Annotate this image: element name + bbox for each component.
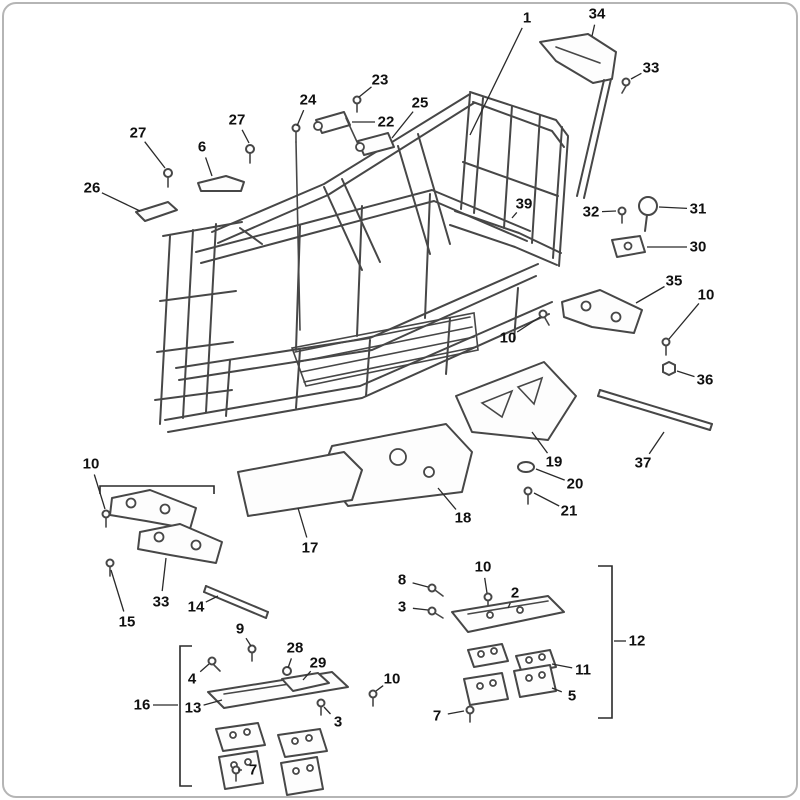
callout-21: 21 bbox=[560, 502, 578, 520]
side-plate-19 bbox=[455, 361, 577, 441]
footrest-group-left bbox=[179, 644, 378, 796]
footrest-group-right bbox=[427, 565, 613, 723]
callout-1: 1 bbox=[522, 9, 532, 27]
front-bracket-26 bbox=[135, 201, 178, 222]
rod-37 bbox=[597, 389, 713, 431]
mount-bracket-group-left bbox=[99, 485, 223, 577]
callout-22: 22 bbox=[377, 113, 395, 131]
callout-14: 14 bbox=[187, 598, 205, 616]
callout-31: 31 bbox=[689, 200, 707, 218]
callout-18: 18 bbox=[454, 509, 472, 527]
skid-plate-17 bbox=[237, 451, 363, 517]
callout-32: 32 bbox=[582, 203, 600, 221]
bolt-23 bbox=[352, 95, 362, 113]
bracket-6 bbox=[197, 175, 245, 192]
callout-36: 36 bbox=[696, 371, 714, 389]
callout-6: 6 bbox=[197, 138, 207, 156]
callout-10: 10 bbox=[499, 329, 517, 347]
callout-10: 10 bbox=[697, 286, 715, 304]
callout-10: 10 bbox=[474, 558, 492, 576]
main-frame-tubes bbox=[195, 93, 531, 351]
knob-31 bbox=[638, 196, 658, 232]
bolt-32 bbox=[617, 206, 627, 224]
rear-carrier-bracket-34 bbox=[539, 33, 617, 199]
callout-37: 37 bbox=[634, 454, 652, 472]
callout-9: 9 bbox=[235, 620, 245, 638]
callout-4: 4 bbox=[187, 670, 197, 688]
washer-20 bbox=[517, 461, 535, 473]
callout-7: 7 bbox=[432, 707, 442, 725]
clamp-30 bbox=[611, 235, 646, 258]
callout-leader-lines bbox=[93, 24, 700, 771]
rod-14 bbox=[203, 585, 269, 619]
callout-34: 34 bbox=[588, 5, 606, 23]
callout-8: 8 bbox=[397, 571, 407, 589]
callout-10: 10 bbox=[383, 670, 401, 688]
callout-26: 26 bbox=[83, 179, 101, 197]
callout-23: 23 bbox=[371, 71, 389, 89]
callout-27: 27 bbox=[228, 111, 246, 129]
callout-27: 27 bbox=[129, 124, 147, 142]
callout-17: 17 bbox=[301, 539, 319, 557]
bolt-27-b bbox=[163, 168, 173, 188]
callout-10: 10 bbox=[82, 455, 100, 473]
callout-20: 20 bbox=[566, 475, 584, 493]
callout-3: 3 bbox=[333, 713, 343, 731]
callout-11: 11 bbox=[575, 661, 591, 679]
callout-35: 35 bbox=[665, 272, 683, 290]
callout-3: 3 bbox=[397, 598, 407, 616]
bolt-24 bbox=[291, 123, 301, 331]
callout-24: 24 bbox=[299, 91, 317, 109]
callout-25: 25 bbox=[411, 94, 429, 112]
skid-plate-18 bbox=[321, 423, 473, 507]
spacer-22 bbox=[313, 111, 359, 145]
callout-16: 16 bbox=[133, 696, 151, 714]
rear-frame-tubes bbox=[449, 91, 569, 267]
bolt-21 bbox=[523, 486, 533, 505]
bracket-35 bbox=[561, 289, 643, 334]
nut-36 bbox=[662, 360, 676, 377]
callout-30: 30 bbox=[689, 238, 707, 256]
callout-33: 33 bbox=[152, 593, 170, 611]
lower-frame-tubes bbox=[164, 263, 553, 433]
callout-13: 13 bbox=[184, 699, 202, 717]
callout-33: 33 bbox=[642, 59, 660, 77]
callout-19: 19 bbox=[545, 453, 563, 471]
callout-2: 2 bbox=[510, 584, 520, 602]
bolt-10-right bbox=[661, 337, 671, 356]
bolt-27-a bbox=[245, 144, 255, 164]
floor-slats bbox=[290, 312, 479, 387]
callout-39: 39 bbox=[515, 195, 533, 213]
front-frame-tubes bbox=[154, 221, 243, 425]
callout-7: 7 bbox=[248, 761, 258, 779]
callout-5: 5 bbox=[567, 687, 577, 705]
spacer-25 bbox=[355, 132, 395, 156]
callout-15: 15 bbox=[118, 613, 136, 631]
callout-29: 29 bbox=[309, 654, 327, 672]
callout-12: 12 bbox=[628, 632, 646, 650]
callout-28: 28 bbox=[286, 639, 304, 657]
bolt-33-top bbox=[621, 77, 631, 94]
bolt-10-mid bbox=[538, 309, 550, 326]
